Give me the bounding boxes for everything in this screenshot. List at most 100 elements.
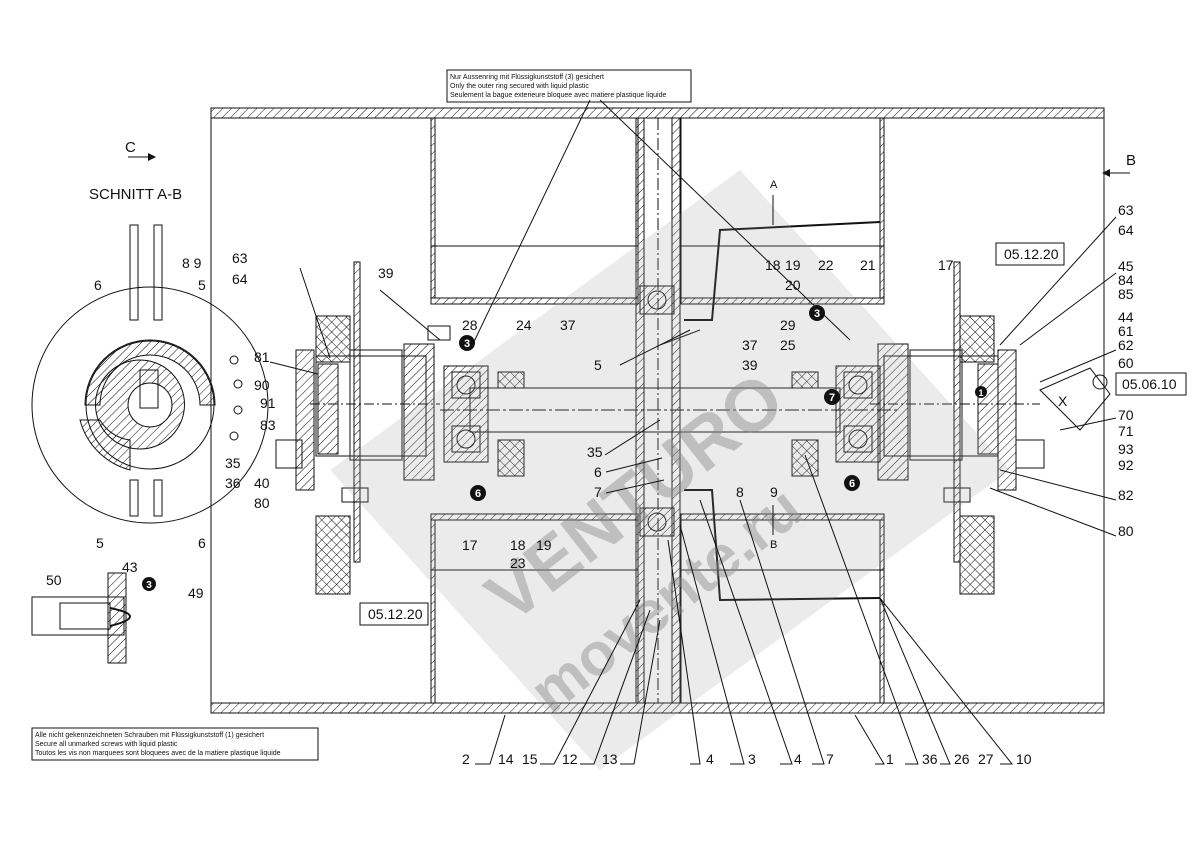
svg-text:17: 17: [462, 537, 478, 553]
svg-text:Only the outer ring secured wi: Only the outer ring secured with liquid …: [450, 83, 589, 90]
svg-text:1: 1: [978, 388, 983, 398]
svg-text:93: 93: [1118, 441, 1134, 457]
svg-text:7: 7: [594, 484, 602, 500]
svg-text:81: 81: [254, 349, 270, 365]
marker-6-right-top: 6: [844, 475, 860, 491]
svg-text:7: 7: [826, 751, 834, 767]
svg-text:13: 13: [602, 751, 618, 767]
svg-text:49: 49: [188, 585, 204, 601]
svg-text:1: 1: [886, 751, 894, 767]
svg-text:71: 71: [1118, 423, 1134, 439]
svg-text:90: 90: [254, 377, 270, 393]
svg-text:Toutos les vis non marquees so: Toutos les vis non marquees sont bloquee…: [35, 750, 281, 757]
svg-text:80: 80: [254, 495, 270, 511]
svg-text:24: 24: [516, 317, 532, 333]
marker-7: 7: [824, 389, 840, 405]
ref-box-3: 05.06.10: [1115, 372, 1187, 396]
bottom-note: Alle nicht gekennzeichneten Schrauben mi…: [31, 727, 319, 761]
svg-text:X: X: [1058, 393, 1068, 409]
svg-text:63: 63: [1118, 202, 1134, 218]
svg-text:64: 64: [1118, 222, 1134, 238]
svg-text:4: 4: [794, 751, 802, 767]
svg-text:43: 43: [122, 559, 138, 575]
leader-lines: [269, 99, 1117, 765]
svg-text:4: 4: [706, 751, 714, 767]
svg-text:40: 40: [254, 475, 270, 491]
svg-text:B: B: [770, 539, 777, 551]
circle-markers: 3 3 3 6 6 6 7 1: [142, 305, 987, 591]
svg-text:3: 3: [748, 751, 756, 767]
svg-text:84: 84: [1118, 272, 1134, 288]
svg-text:82: 82: [1118, 487, 1134, 503]
marker-6-left: 6: [470, 485, 486, 501]
svg-text:05.06.10: 05.06.10: [1122, 376, 1177, 392]
marker-6-extra: 6: [850, 439, 851, 441]
top-note: Nur Aussenring mit Flüssigkunststoff (3)…: [446, 69, 692, 103]
section-ab-detail: [31, 224, 269, 524]
svg-text:85: 85: [1118, 286, 1134, 302]
svg-text:5: 5: [96, 535, 104, 551]
svg-text:6: 6: [198, 535, 206, 551]
labels: SCHNITT A-B C B A B 8 9 6 5 35 36 5 6 63…: [46, 139, 1136, 767]
svg-text:35: 35: [587, 444, 603, 460]
svg-text:2: 2: [462, 751, 470, 767]
section-title: SCHNITT A-B: [89, 186, 182, 203]
svg-text:3: 3: [464, 338, 470, 350]
svg-text:3: 3: [814, 308, 820, 320]
svg-text:45: 45: [1118, 258, 1134, 274]
svg-text:17: 17: [938, 257, 954, 273]
svg-text:B: B: [1126, 152, 1136, 169]
svg-text:10: 10: [1016, 751, 1032, 767]
svg-text:80: 80: [1118, 523, 1134, 539]
svg-text:60: 60: [1118, 355, 1134, 371]
svg-text:C: C: [125, 139, 136, 156]
detail-49: [31, 572, 131, 664]
svg-text:61: 61: [1118, 323, 1134, 339]
svg-text:70: 70: [1118, 407, 1134, 423]
svg-text:6: 6: [475, 488, 481, 500]
marker-1: 1: [975, 386, 987, 398]
svg-text:Nur Aussenring mit Flüssigkuns: Nur Aussenring mit Flüssigkunststoff (3)…: [450, 74, 604, 81]
svg-text:18: 18: [510, 537, 526, 553]
svg-text:92: 92: [1118, 457, 1134, 473]
svg-text:39: 39: [378, 265, 394, 281]
svg-text:29: 29: [780, 317, 796, 333]
svg-text:12: 12: [562, 751, 578, 767]
svg-text:6: 6: [594, 464, 602, 480]
svg-text:Alle nicht gekennzeichneten Sc: Alle nicht gekennzeichneten Schrauben mi…: [35, 732, 264, 739]
svg-text:35: 35: [225, 455, 241, 471]
marker-3-detail: 3: [142, 577, 156, 591]
svg-text:21: 21: [860, 257, 876, 273]
svg-text:50: 50: [46, 572, 62, 588]
svg-text:Seulement la bague exterieure: Seulement la bague exterieure bloquee av…: [450, 92, 666, 99]
svg-text:22: 22: [818, 257, 834, 273]
svg-text:05.12.20: 05.12.20: [1004, 246, 1059, 262]
svg-text:6: 6: [849, 478, 855, 490]
svg-text:63: 63: [232, 250, 248, 266]
svg-text:5: 5: [198, 277, 206, 293]
svg-text:19: 19: [785, 257, 801, 273]
svg-text:37: 37: [560, 317, 576, 333]
marker-3-right: 3: [809, 305, 825, 321]
marker-3-top: 3: [459, 335, 475, 351]
svg-text:91: 91: [260, 395, 276, 411]
svg-text:6: 6: [94, 277, 102, 293]
svg-text:25: 25: [780, 337, 796, 353]
svg-text:15: 15: [522, 751, 538, 767]
svg-text:23: 23: [510, 555, 526, 571]
svg-text:8: 8: [736, 484, 744, 500]
svg-text:8 9: 8 9: [182, 255, 202, 271]
svg-text:6: 6: [850, 439, 851, 441]
shaft-assembly: [440, 221, 900, 602]
svg-text:Secure all unmarked screws wit: Secure all unmarked screws with liquid p…: [35, 741, 178, 748]
left-hub: [275, 261, 451, 595]
svg-text:28: 28: [462, 317, 478, 333]
svg-text:05.12.20: 05.12.20: [368, 606, 423, 622]
right-hub: [870, 261, 1111, 595]
svg-text:19: 19: [536, 537, 552, 553]
svg-text:64: 64: [232, 271, 248, 287]
svg-text:A: A: [770, 179, 778, 191]
svg-text:18: 18: [765, 257, 781, 273]
svg-text:3: 3: [146, 580, 152, 591]
